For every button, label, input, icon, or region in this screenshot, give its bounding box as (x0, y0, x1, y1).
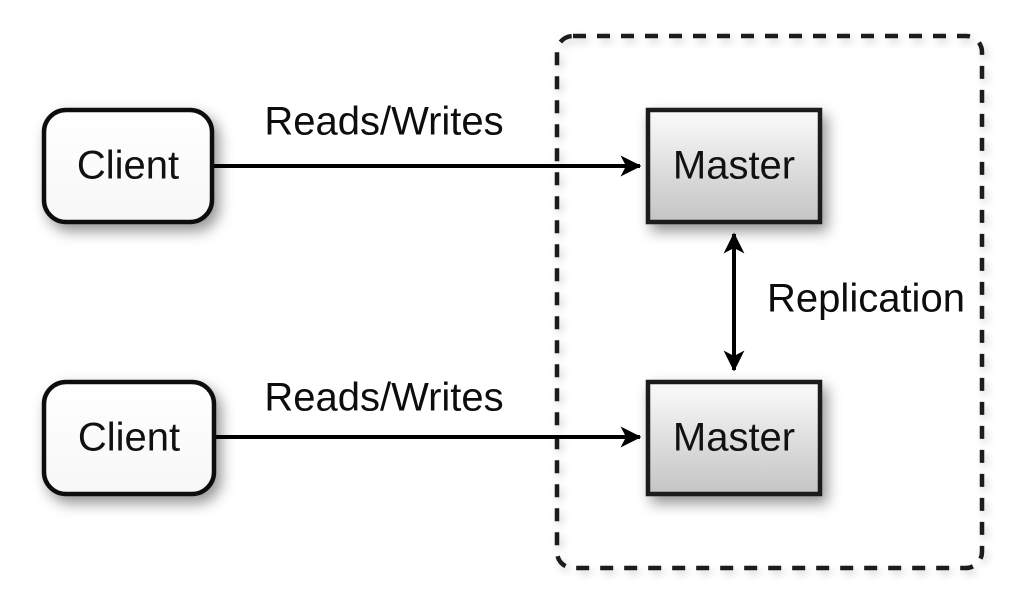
cluster-dashed-rect (554, 33, 985, 571)
edge-label-reads-writes-top: Reads/Writes (264, 100, 503, 144)
edge-label-reads-writes-bottom: Reads/Writes (264, 376, 503, 420)
client-top-shape[interactable] (41, 107, 215, 225)
master-bottom-shape[interactable] (645, 379, 823, 497)
edge-label-replication: Replication (767, 277, 965, 321)
client-bottom-label: Client (78, 416, 180, 460)
replication-cluster-boundary (554, 33, 985, 571)
node-client-top[interactable]: Client (41, 107, 215, 225)
node-master-top[interactable]: Master (645, 107, 823, 225)
node-master-bottom[interactable]: Master (645, 379, 823, 497)
client-bottom-shape[interactable] (41, 379, 217, 497)
master-bottom-label: Master (673, 416, 795, 460)
master-top-shape[interactable] (645, 107, 823, 225)
master-top-label: Master (673, 144, 795, 188)
client-top-label: Client (77, 144, 179, 188)
node-client-bottom[interactable]: Client (41, 379, 217, 497)
